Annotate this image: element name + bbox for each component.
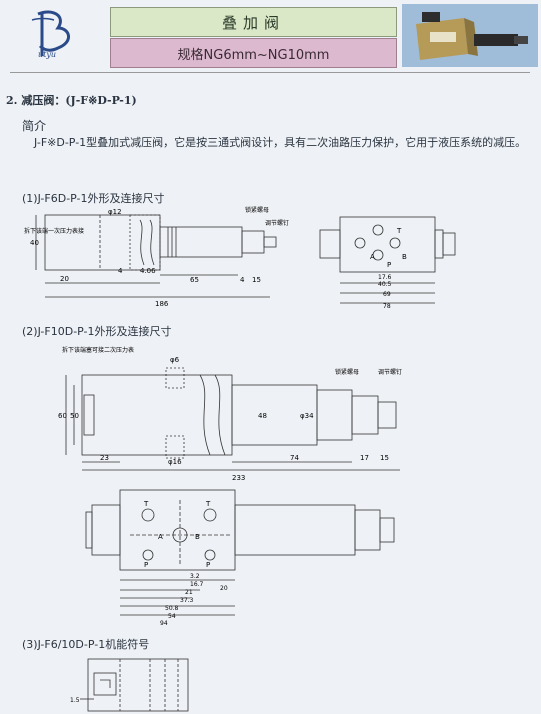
fig2-d50-8: 50.8	[165, 605, 179, 612]
fig2-d60: 60	[58, 412, 67, 420]
fig2-d20: 20	[220, 585, 228, 592]
fig1-d40: 40	[30, 239, 39, 247]
fig1-d4-06: 4.06	[140, 267, 156, 275]
fig2-d94: 94	[160, 620, 168, 625]
fig2-port-b: B	[195, 533, 200, 541]
fig1-d186: 186	[155, 300, 169, 308]
fig2-port-p2: P	[206, 561, 210, 569]
fig2-d17: 17	[360, 454, 369, 462]
fig2-phi16: φ16	[168, 458, 182, 466]
fig2-d37-3: 37.3	[180, 597, 194, 604]
fig1-adjust-screw: 调节螺钉	[265, 219, 289, 227]
page-title: 叠加阀	[110, 7, 397, 37]
fig1-port-a: A	[370, 253, 375, 261]
fig3-pressure-label: 1.5	[70, 697, 80, 704]
fig1-d69: 69	[383, 291, 391, 298]
fig2-adjust-screw: 调节螺钉	[378, 368, 402, 376]
section-heading: 2. 减压阀：(J-F※D-P-1)	[6, 94, 137, 107]
intro-title: 简介	[22, 119, 47, 133]
fig2-port-p1: P	[144, 561, 148, 569]
fig2-remove-note: 拆下该端塞可接二次压力表	[62, 346, 134, 354]
fig2-d48: 48	[258, 412, 267, 420]
fig1-d78: 78	[383, 303, 391, 310]
fig1-port-b: B	[402, 253, 407, 261]
page-subtitle: 规格NG6mm~NG10mm	[110, 38, 397, 68]
fig1-d20: 20	[60, 275, 69, 283]
fig1-lock-nut: 锁紧螺母	[245, 206, 269, 214]
fig2-d3-2: 3.2	[190, 573, 200, 580]
fig1-d65: 65	[190, 276, 199, 284]
fig2-d15: 15	[380, 454, 389, 462]
fig1-port-t: T	[396, 227, 402, 235]
fig2-d54: 54	[168, 613, 176, 620]
intro-text: J-F※D-P-1型叠加式减压阀，它是按三通式阀设计，具有二次油路压力保护，它用…	[34, 136, 527, 149]
fig3-caption: (3)J-F6/10D-P-1机能符号	[22, 638, 150, 651]
fig2-drawing: 拆下该端塞可接二次压力表 φ6 φ16 φ34 60 50 48 锁紧螺母 调节…	[58, 346, 402, 625]
fig2-d23: 23	[100, 454, 109, 462]
fig1-d17-6: 17.6	[378, 274, 392, 281]
product-photo	[402, 4, 538, 67]
fig2-port-t1: T	[143, 500, 149, 508]
fig2-d21: 21	[185, 589, 193, 596]
fig1-phi12: φ12	[108, 208, 122, 216]
fig2-port-t2: T	[205, 500, 211, 508]
fig2-port-a: A	[158, 533, 163, 541]
fig2-d50: 50	[70, 412, 79, 420]
fig1-d4: 4	[118, 267, 123, 275]
fig1-drawing: 拆下该端一次压力表接 40 φ12 锁紧螺母 调节螺钉 20 4 4.06 65…	[24, 206, 456, 310]
fig1-port-p: P	[387, 261, 391, 269]
fig2-phi6: φ6	[170, 356, 180, 364]
fig2-phi34: φ34	[300, 412, 314, 420]
fig1-remove-note: 拆下该端一次压力表接	[24, 227, 84, 235]
fig1-caption: (1)J-F6D-P-1外形及连接尺寸	[22, 192, 165, 205]
header-divider	[10, 72, 530, 73]
fig2-lock-nut: 锁紧螺母	[335, 368, 359, 376]
fig2-caption: (2)J-F10D-P-1外形及连接尺寸	[22, 325, 172, 338]
fig2-d74: 74	[290, 454, 299, 462]
page-header: utyu 叠加阀 规格NG6mm~NG10mm	[0, 0, 541, 70]
fig1-d40-5: 40.5	[378, 281, 392, 288]
fig2-d233: 233	[232, 474, 245, 482]
logo-caption: utyu	[38, 50, 57, 59]
fig1-d15: 15	[252, 276, 261, 284]
fig2-d16-7: 16.7	[190, 581, 204, 588]
brand-logo: utyu	[8, 6, 100, 64]
fig3-symbol: 1.5	[70, 658, 189, 712]
fig1-d4b: 4	[240, 276, 245, 284]
